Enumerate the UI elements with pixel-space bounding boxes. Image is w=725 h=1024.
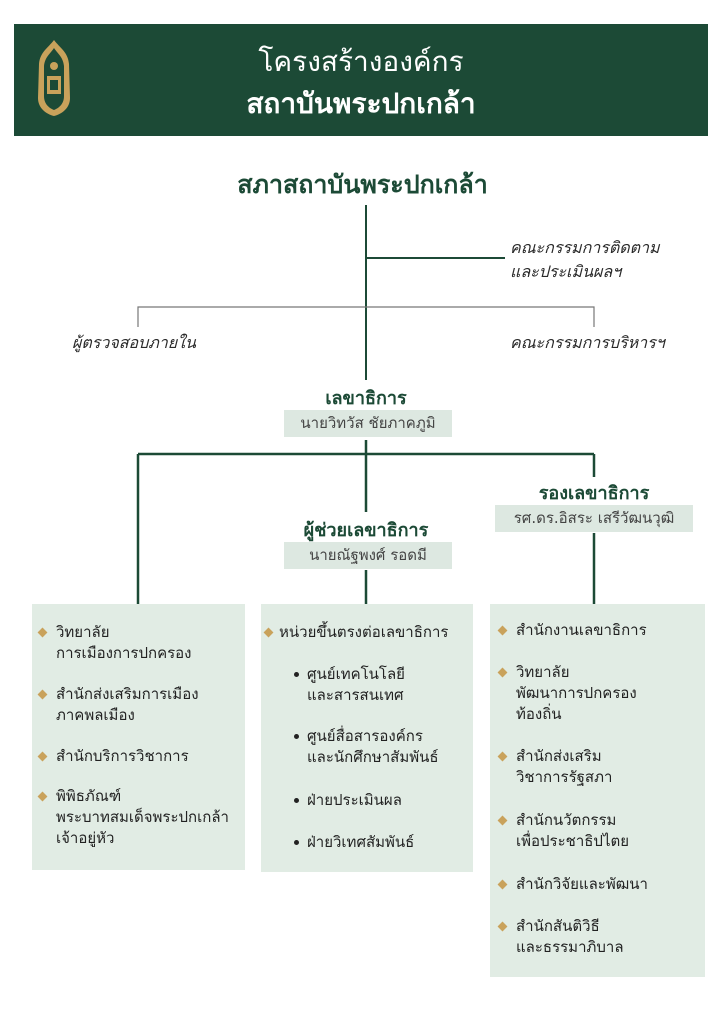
executive-committee-label: คณะกรรมการบริหารฯ xyxy=(510,333,665,352)
list-item: พิพิธภัณฑ์พระบาทสมเด็จพระปกเกล้าเจ้าอยู่… xyxy=(37,786,229,849)
secretary-general-title: เลขาธิการ xyxy=(325,388,407,409)
diamond-bullet-icon xyxy=(497,921,508,932)
list-item: สำนักงานเลขาธิการ xyxy=(497,620,647,641)
diamond-bullet-icon xyxy=(497,815,508,826)
list-item: สำนักส่งเสริมการเมืองภาคพลเมือง xyxy=(37,684,199,726)
list-item: วิทยาลัยการเมืองการปกครอง xyxy=(37,622,192,664)
internal-auditor-label: ผู้ตรวจสอบภายใน xyxy=(72,333,196,352)
monitoring-committee-line2: และประเมินผลฯ xyxy=(510,262,622,281)
list-item: สำนักสันติวิธีและธรรมาภิบาล xyxy=(497,916,624,958)
diamond-bullet-icon xyxy=(37,689,48,700)
deputy-secretary-name: รศ.ดร.อิสระ เสรีวัฒนวุฒิ xyxy=(495,505,693,532)
diamond-bullet-icon xyxy=(497,625,508,636)
diamond-bullet-icon xyxy=(37,751,48,762)
list-item: ศูนย์สื่อสารองค์กรและนักศึกษาสัมพันธ์ xyxy=(294,726,439,768)
council-title: สภาสถาบันพระปกเกล้า xyxy=(237,170,488,199)
diamond-bullet-icon xyxy=(497,751,508,762)
left-units-box: วิทยาลัยการเมืองการปกครอง สำนักส่งเสริมก… xyxy=(32,604,245,870)
middle-units-heading: หน่วยขึ้นตรงต่อเลขาธิการ xyxy=(263,622,448,643)
secretary-general-name: นายวิทวัส ชัยภาคภูมิ xyxy=(284,410,452,437)
list-item: ศูนย์เทคโนโลยีและสารสนเทศ xyxy=(294,664,405,706)
diamond-bullet-icon xyxy=(497,879,508,890)
dot-bullet-icon xyxy=(294,672,299,677)
diamond-bullet-icon xyxy=(37,791,48,802)
dot-bullet-icon xyxy=(294,734,299,739)
list-item: ฝ่ายประเมินผล xyxy=(294,790,402,811)
diamond-bullet-icon xyxy=(497,667,508,678)
monitoring-committee-line1: คณะกรรมการติดตาม xyxy=(510,238,660,257)
auditor-executive-branch xyxy=(137,306,595,327)
dot-bullet-icon xyxy=(294,798,299,803)
diamond-bullet-icon xyxy=(263,627,274,638)
diamond-bullet-icon xyxy=(37,627,48,638)
dot-bullet-icon xyxy=(294,840,299,845)
institute-emblem-icon xyxy=(38,40,70,116)
deputy-secretary-title: รองเลขาธิการ xyxy=(538,483,650,504)
middle-units-box: หน่วยขึ้นตรงต่อเลขาธิการ ศูนย์เทคโนโลยีแ… xyxy=(261,604,473,872)
list-item: วิทยาลัยพัฒนาการปกครองท้องถิ่น xyxy=(497,662,637,725)
header-banner: โครงสร้างองค์กร สถาบันพระปกเกล้า xyxy=(14,24,708,136)
list-item: สำนักบริการวิชาการ xyxy=(37,746,189,767)
right-units-box: สำนักงานเลขาธิการ วิทยาลัยพัฒนาการปกครอง… xyxy=(490,604,705,977)
list-item: ฝ่ายวิเทศสัมพันธ์ xyxy=(294,832,414,853)
list-item: สำนักส่งเสริมวิชาการรัฐสภา xyxy=(497,746,612,788)
assistant-secretary-name: นายณัฐพงศ์ รอดมี xyxy=(284,542,452,569)
list-item: สำนักวิจัยและพัฒนา xyxy=(497,874,648,895)
assistant-secretary-title: ผู้ช่วยเลขาธิการ xyxy=(303,520,429,541)
list-item: สำนักนวัตกรรมเพื่อประชาธิปไตย xyxy=(497,810,629,852)
page-title-line2: สถาบันพระปกเกล้า xyxy=(246,87,476,120)
page-title-line1: โครงสร้างองค์กร xyxy=(258,45,464,78)
